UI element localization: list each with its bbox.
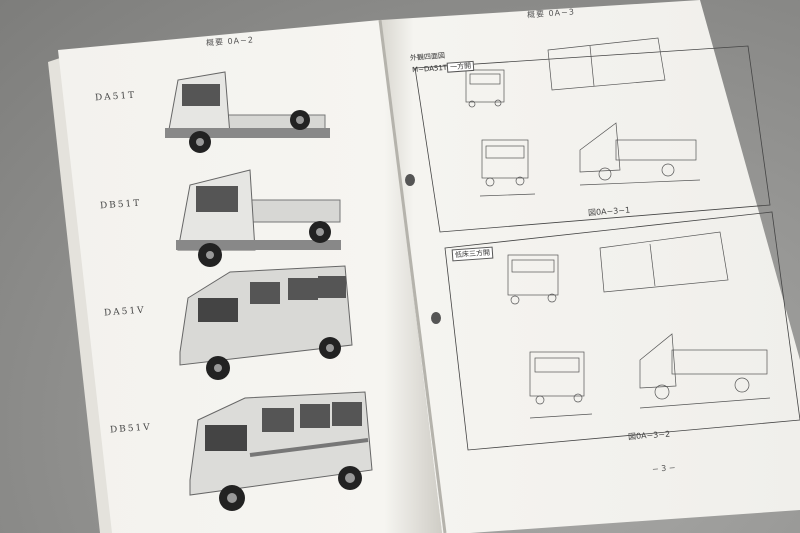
vehicle-da51t-photo	[165, 71, 330, 153]
binding-hole	[431, 312, 441, 324]
figure-2-drawings	[507, 231, 771, 419]
binding-hole	[405, 174, 415, 186]
figure-1-drawings	[465, 37, 701, 197]
vehicle-db51t-photo	[176, 169, 341, 267]
vehicle-db51v-photo	[189, 391, 373, 511]
vehicle-da51v-photo	[179, 265, 353, 380]
page-number: − 3 −	[651, 463, 676, 474]
right-page	[380, 0, 800, 533]
spine-shadow	[378, 19, 447, 533]
figure-1-frame	[414, 45, 771, 233]
figure-2-frame	[444, 211, 800, 451]
